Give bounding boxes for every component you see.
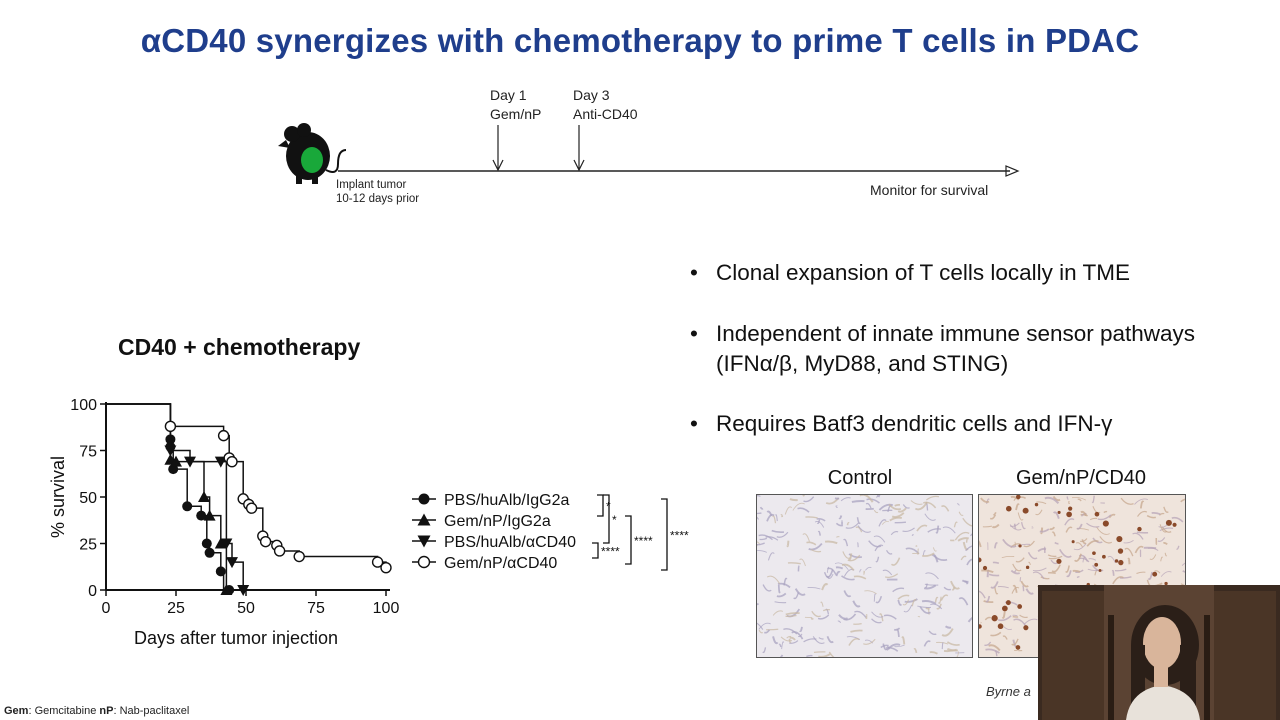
sig-bracket-1-4-label: **** xyxy=(670,529,689,543)
data-point xyxy=(237,585,250,596)
timeline-diagram xyxy=(278,123,1020,184)
data-point xyxy=(203,509,216,521)
legend-marker xyxy=(417,555,431,569)
data-point xyxy=(214,537,227,549)
data-point xyxy=(201,538,212,549)
data-point xyxy=(220,584,233,595)
legend-label: PBS/huAlb/IgG2a xyxy=(444,492,570,509)
legend-marker xyxy=(417,535,431,548)
sig-bracket-2-4-label: **** xyxy=(634,534,653,548)
footnote-gem-full: : Gemcitabine xyxy=(28,705,100,717)
y-tick-label: 75 xyxy=(79,444,97,461)
ihc-control-image xyxy=(756,494,973,658)
footnote: Gem: Gemcitabine nP: Nab-paclitaxel xyxy=(4,705,189,717)
bullet-text: Requires Batf3 dendritic cells and IFN-γ xyxy=(716,411,1113,436)
x-tick-label: 0 xyxy=(102,600,111,617)
x-tick-label: 100 xyxy=(373,600,400,617)
footnote-gem-abbr: Gem xyxy=(4,705,29,717)
bullet-dot: • xyxy=(690,260,698,285)
y-tick-label: 50 xyxy=(79,490,97,507)
sig-bracket-1-3-label: * xyxy=(612,513,617,527)
ihc-control-label: Control xyxy=(827,467,893,489)
sig-bracket-3-4-label: **** xyxy=(601,545,620,559)
sig-bracket-1-3 xyxy=(603,494,610,544)
data-point xyxy=(215,566,226,577)
survival-curve xyxy=(106,403,387,568)
chart-title: CD40 + chemotherapy xyxy=(118,334,361,360)
x-tick-label: 50 xyxy=(237,600,255,617)
bullet-dot: • xyxy=(690,411,698,436)
sig-bracket-2-4 xyxy=(625,515,632,565)
y-tick-label: 0 xyxy=(88,583,97,600)
y-axis-label: % survival xyxy=(48,456,68,538)
x-tick-label: 25 xyxy=(167,600,185,617)
x-tick-label: 75 xyxy=(307,600,325,617)
footnote-np-full: : Nab-paclitaxel xyxy=(113,705,190,717)
presenter-video xyxy=(1038,585,1280,720)
data-point xyxy=(182,501,193,512)
bullet-text: Independent of innate immune sensor path… xyxy=(716,321,1196,376)
timeline-monitor-label: Monitor for survival xyxy=(870,182,989,198)
survival-curve xyxy=(106,403,228,590)
sig-bracket-1-4 xyxy=(661,498,668,571)
y-tick-label: 100 xyxy=(70,397,97,414)
mouse-icon xyxy=(278,123,347,184)
x-axis-label: Days after tumor injection xyxy=(134,628,338,648)
legend-marker xyxy=(417,513,431,526)
data-point xyxy=(164,445,177,457)
data-point xyxy=(371,556,384,568)
survival-curve xyxy=(106,403,230,591)
data-point xyxy=(217,429,230,442)
y-tick-label: 25 xyxy=(79,537,97,554)
data-point xyxy=(380,561,392,574)
data-point xyxy=(245,502,258,514)
data-point xyxy=(164,420,177,433)
data-point xyxy=(184,456,196,468)
data-point xyxy=(226,455,238,468)
bullet-dot: • xyxy=(690,321,698,346)
data-point xyxy=(259,535,272,548)
data-point xyxy=(196,510,207,521)
data-point xyxy=(204,547,215,558)
legend-marker xyxy=(418,493,430,505)
bullet-text: Clonal expansion of T cells locally in T… xyxy=(716,260,1130,285)
data-point xyxy=(170,455,182,467)
citation: Byrne a xyxy=(986,684,1031,699)
sig-bracket-1-2 xyxy=(597,494,604,517)
data-point xyxy=(273,545,286,557)
legend-label: PBS/huAlb/αCD40 xyxy=(444,534,576,551)
sig-bracket-3-4 xyxy=(592,542,599,559)
legend-label: Gem/nP/αCD40 xyxy=(444,555,557,572)
legend-label: Gem/nP/IgG2a xyxy=(444,513,551,530)
slide-title: αCD40 synergizes with chemotherapy to pr… xyxy=(140,22,1140,59)
data-point xyxy=(226,557,238,569)
footnote-np-abbr: nP xyxy=(99,705,114,717)
data-point xyxy=(198,491,210,502)
data-point xyxy=(293,550,305,563)
ihc-treated-label: Gem/nP/CD40 xyxy=(1015,467,1147,489)
data-point xyxy=(220,538,233,550)
